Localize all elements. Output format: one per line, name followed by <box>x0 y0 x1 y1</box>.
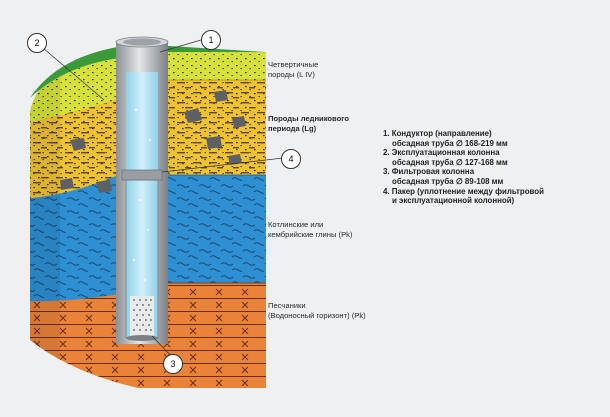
legend-line: 1. Кондуктор (направление) <box>383 129 492 138</box>
layer-label-sandstone: Песчаники (Водоносный горизонт) (Pk) <box>268 301 366 321</box>
legend-item: 3. Фильтровая колонна обсадная труба ∅ 8… <box>383 167 544 186</box>
legend-line: обсадная труба ∅ 168-219 мм <box>392 138 508 148</box>
layer-label-line: Песчаники <box>268 301 306 310</box>
callout-1: 1 <box>201 30 221 50</box>
layer-label-glacial: Породы ледникового периода (Lg) <box>268 114 349 134</box>
legend-line: 2. Эксплуатационная колонна <box>383 148 500 158</box>
legend-line: и эксплуатационной колонной) <box>392 196 515 206</box>
legend-line: обсадная труба ∅ 127-168 мм <box>392 157 508 167</box>
layer-label-quaternary: Четвертичные породы (L IV) <box>268 60 318 80</box>
layer-label-line: Котлинские или <box>268 220 324 229</box>
well-pipes <box>115 36 169 344</box>
layer-label-line: периода (Lg) <box>268 124 317 133</box>
legend-item: 4. Пакер (уплотнение между фильтровой и … <box>383 187 544 206</box>
layer-label-clay: Котлинские или кембрийские глины (Pk) <box>268 220 352 240</box>
layer-label-line: кембрийские глины (Pk) <box>268 230 353 239</box>
legend-item: 1. Кондуктор (направление) обсадная труб… <box>383 129 544 148</box>
layer-label-line: Породы ледникового <box>268 114 349 123</box>
legend-line: 3. Фильтровая колонна <box>383 167 475 177</box>
legend: 1. Кондуктор (направление) обсадная труб… <box>383 129 544 206</box>
callout-3: 3 <box>163 354 183 374</box>
callout-leaders <box>42 39 284 359</box>
layer-label-line: (Водоносный горизонт) (Pk) <box>268 311 366 320</box>
callout-4: 4 <box>281 149 301 169</box>
legend-line: обсадная труба ∅ 89-108 мм <box>392 176 504 186</box>
layer-label-line: Четвертичные <box>268 60 319 69</box>
layer-label-line: породы (L IV) <box>268 70 315 79</box>
callout-2: 2 <box>27 33 47 53</box>
legend-item: 2. Эксплуатационная колонна обсадная тру… <box>383 148 544 167</box>
legend-line: 4. Пакер (уплотнение между фильтровой <box>383 186 544 196</box>
